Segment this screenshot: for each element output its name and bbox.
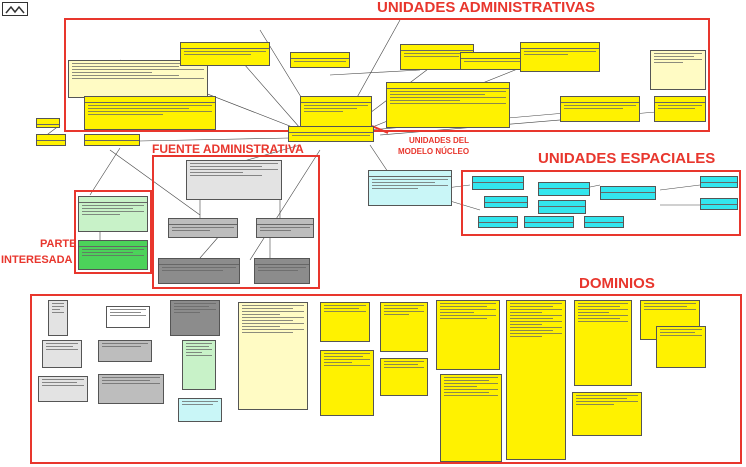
class-box	[650, 50, 706, 90]
domain-box	[48, 300, 68, 336]
domain-box	[656, 326, 706, 368]
title-fuente-administrativa: FUENTE ADMINISTRATIVA	[152, 142, 304, 156]
class-box	[560, 96, 640, 122]
domain-box	[178, 398, 222, 422]
title-parte-interesada-line1: PARTE	[40, 238, 77, 250]
domain-box	[238, 302, 308, 410]
region-unidades-espaciales	[461, 170, 741, 236]
class-box	[520, 42, 600, 72]
domain-box	[182, 340, 216, 390]
class-box	[478, 216, 518, 228]
class-box	[168, 218, 238, 238]
region-unidades-administrativas	[64, 18, 710, 132]
class-box	[538, 182, 590, 196]
class-box	[256, 218, 314, 238]
domain-box	[436, 300, 500, 370]
domain-box	[380, 358, 428, 396]
region-fuente-administrativa	[152, 155, 320, 289]
title-dominios: DOMINIOS	[579, 275, 655, 292]
class-box	[36, 134, 66, 146]
domain-box	[98, 340, 152, 362]
class-box	[158, 258, 240, 284]
region-parte-interesada	[74, 190, 152, 274]
class-box	[524, 216, 574, 228]
class-box	[78, 240, 148, 270]
class-box	[36, 118, 60, 128]
class-box	[290, 52, 350, 68]
class-box	[78, 196, 148, 232]
class-box	[700, 198, 738, 210]
domain-box	[42, 340, 82, 368]
domain-box	[106, 306, 150, 328]
domain-box	[170, 300, 220, 336]
core-class-box	[288, 126, 374, 142]
class-box	[654, 96, 706, 122]
class-box	[84, 134, 140, 146]
class-box	[84, 96, 216, 130]
title-unidades-nucleo-line1: UNIDADES DEL	[409, 136, 470, 145]
domain-box	[572, 392, 642, 436]
class-box	[186, 160, 282, 200]
title-unidades-administrativas: UNIDADES ADMINISTRATIVAS	[377, 0, 596, 16]
title-unidades-espaciales: UNIDADES ESPACIALES	[538, 150, 716, 167]
class-box	[180, 42, 270, 66]
domain-box	[506, 300, 566, 460]
domain-box	[380, 302, 428, 352]
class-box	[600, 186, 656, 200]
class-box	[538, 200, 586, 214]
domain-box	[38, 376, 88, 402]
domain-box	[98, 374, 164, 404]
class-box	[700, 176, 738, 188]
class-box	[68, 60, 208, 98]
domain-box	[574, 300, 632, 386]
domain-box	[320, 302, 370, 342]
class-box	[386, 82, 510, 128]
class-box	[484, 196, 528, 208]
class-box	[368, 170, 452, 206]
domain-box	[320, 350, 374, 416]
title-unidades-nucleo-line2: MODELO NÚCLEO	[398, 147, 470, 156]
class-box	[472, 176, 524, 190]
class-box	[584, 216, 624, 228]
class-box	[300, 96, 372, 128]
tool-logo-icon	[2, 2, 28, 16]
class-box	[254, 258, 310, 284]
region-dominios	[30, 294, 742, 464]
title-parte-interesada-line2: INTERESADA	[1, 254, 73, 266]
domain-box	[440, 374, 502, 462]
